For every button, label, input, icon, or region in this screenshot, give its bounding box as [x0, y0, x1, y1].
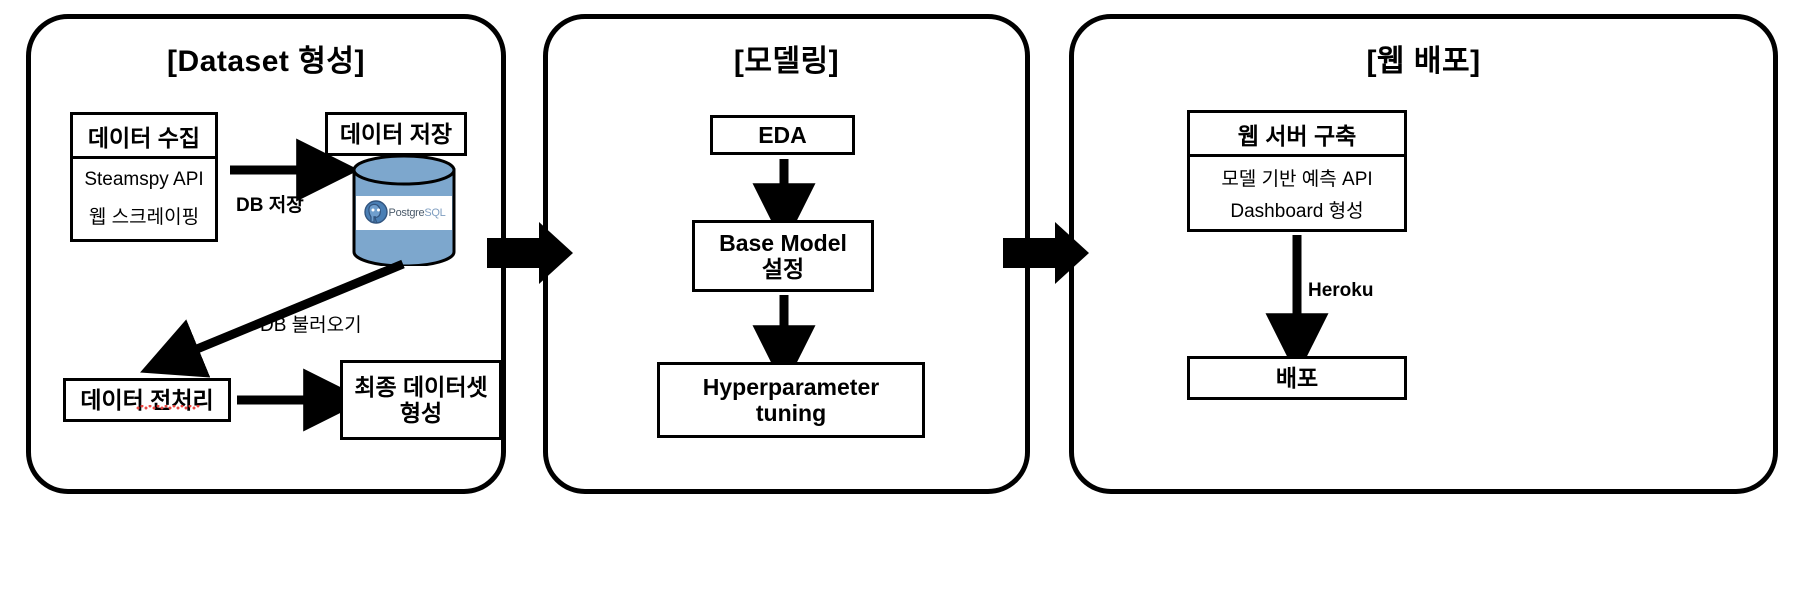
node-eda[interactable]: EDA	[710, 115, 855, 155]
edge-eda-to-base	[752, 159, 816, 247]
node-deploy[interactable]: 배포	[1187, 356, 1407, 400]
node-final-dataset[interactable]: 최종 데이터셋 형성	[340, 360, 502, 440]
node-final-dataset-line-2: 형성	[399, 400, 443, 426]
node-hyperparameter-tuning[interactable]: Hyperparameter tuning	[657, 362, 925, 438]
node-data-collection[interactable]: 데이터 수집 Steamspy API 웹 스크레이핑	[70, 112, 218, 242]
edge-store-to-preprocess	[140, 259, 405, 378]
edge-server-to-deploy-label: Heroku	[1308, 280, 1374, 301]
edge-store-to-preprocess-label: DB 불러오기	[260, 315, 362, 336]
node-web-server-row-0: 모델 기반 예측 API	[1221, 168, 1373, 190]
node-data-preprocessing[interactable]: 데이터 전처리	[63, 378, 231, 422]
postgresql-wordmark: PostgreSQL	[388, 207, 446, 219]
node-base-model-line-2: 설정	[761, 256, 805, 282]
spellcheck-underline	[136, 405, 200, 410]
node-hyperparameter-tuning-line-1: Hyperparameter	[702, 373, 880, 400]
node-web-server-body: 모델 기반 예측 API Dashboard 형성	[1190, 157, 1404, 229]
connector-dataset-to-modeling	[487, 222, 573, 284]
panel-modeling-title: [모델링]	[733, 45, 840, 78]
node-data-collection-body: Steamspy API 웹 스크레이핑	[73, 159, 215, 239]
edge-preprocess-to-final	[237, 368, 367, 432]
node-base-model-line-1: Base Model	[719, 229, 847, 256]
panel-dataset-title: [Dataset 형성]	[167, 45, 365, 78]
node-data-collection-header: 데이터 수집	[73, 115, 215, 159]
connector-modeling-to-deploy	[1003, 222, 1089, 284]
edge-collect-to-store-label: DB 저장	[236, 195, 304, 216]
node-final-dataset-line-1: 최종 데이터셋	[354, 373, 488, 400]
node-base-model[interactable]: Base Model 설정	[692, 220, 874, 292]
edge-server-to-deploy	[1265, 235, 1329, 377]
node-web-server[interactable]: 웹 서버 구축 모델 기반 예측 API Dashboard 형성	[1187, 110, 1407, 232]
node-data-collection-row-0: Steamspy API	[84, 168, 204, 190]
node-data-storage-cylinder[interactable]: PostgreSQL	[352, 156, 456, 266]
node-data-storage-header[interactable]: 데이터 저장	[325, 112, 467, 156]
node-hyperparameter-tuning-line-2: tuning	[755, 400, 827, 426]
panel-web-deploy-title: [웹 배포]	[1366, 45, 1481, 78]
edge-collect-to-store	[230, 138, 360, 202]
node-data-collection-row-1: 웹 스크레이핑	[88, 207, 200, 229]
panel-web-deploy	[1069, 14, 1778, 494]
node-web-server-header: 웹 서버 구축	[1190, 113, 1404, 157]
postgresql-logo: PostgreSQL	[356, 196, 452, 230]
edge-base-to-tuning	[752, 295, 816, 389]
node-web-server-row-1: Dashboard 형성	[1230, 200, 1364, 222]
elephant-icon	[363, 200, 388, 224]
